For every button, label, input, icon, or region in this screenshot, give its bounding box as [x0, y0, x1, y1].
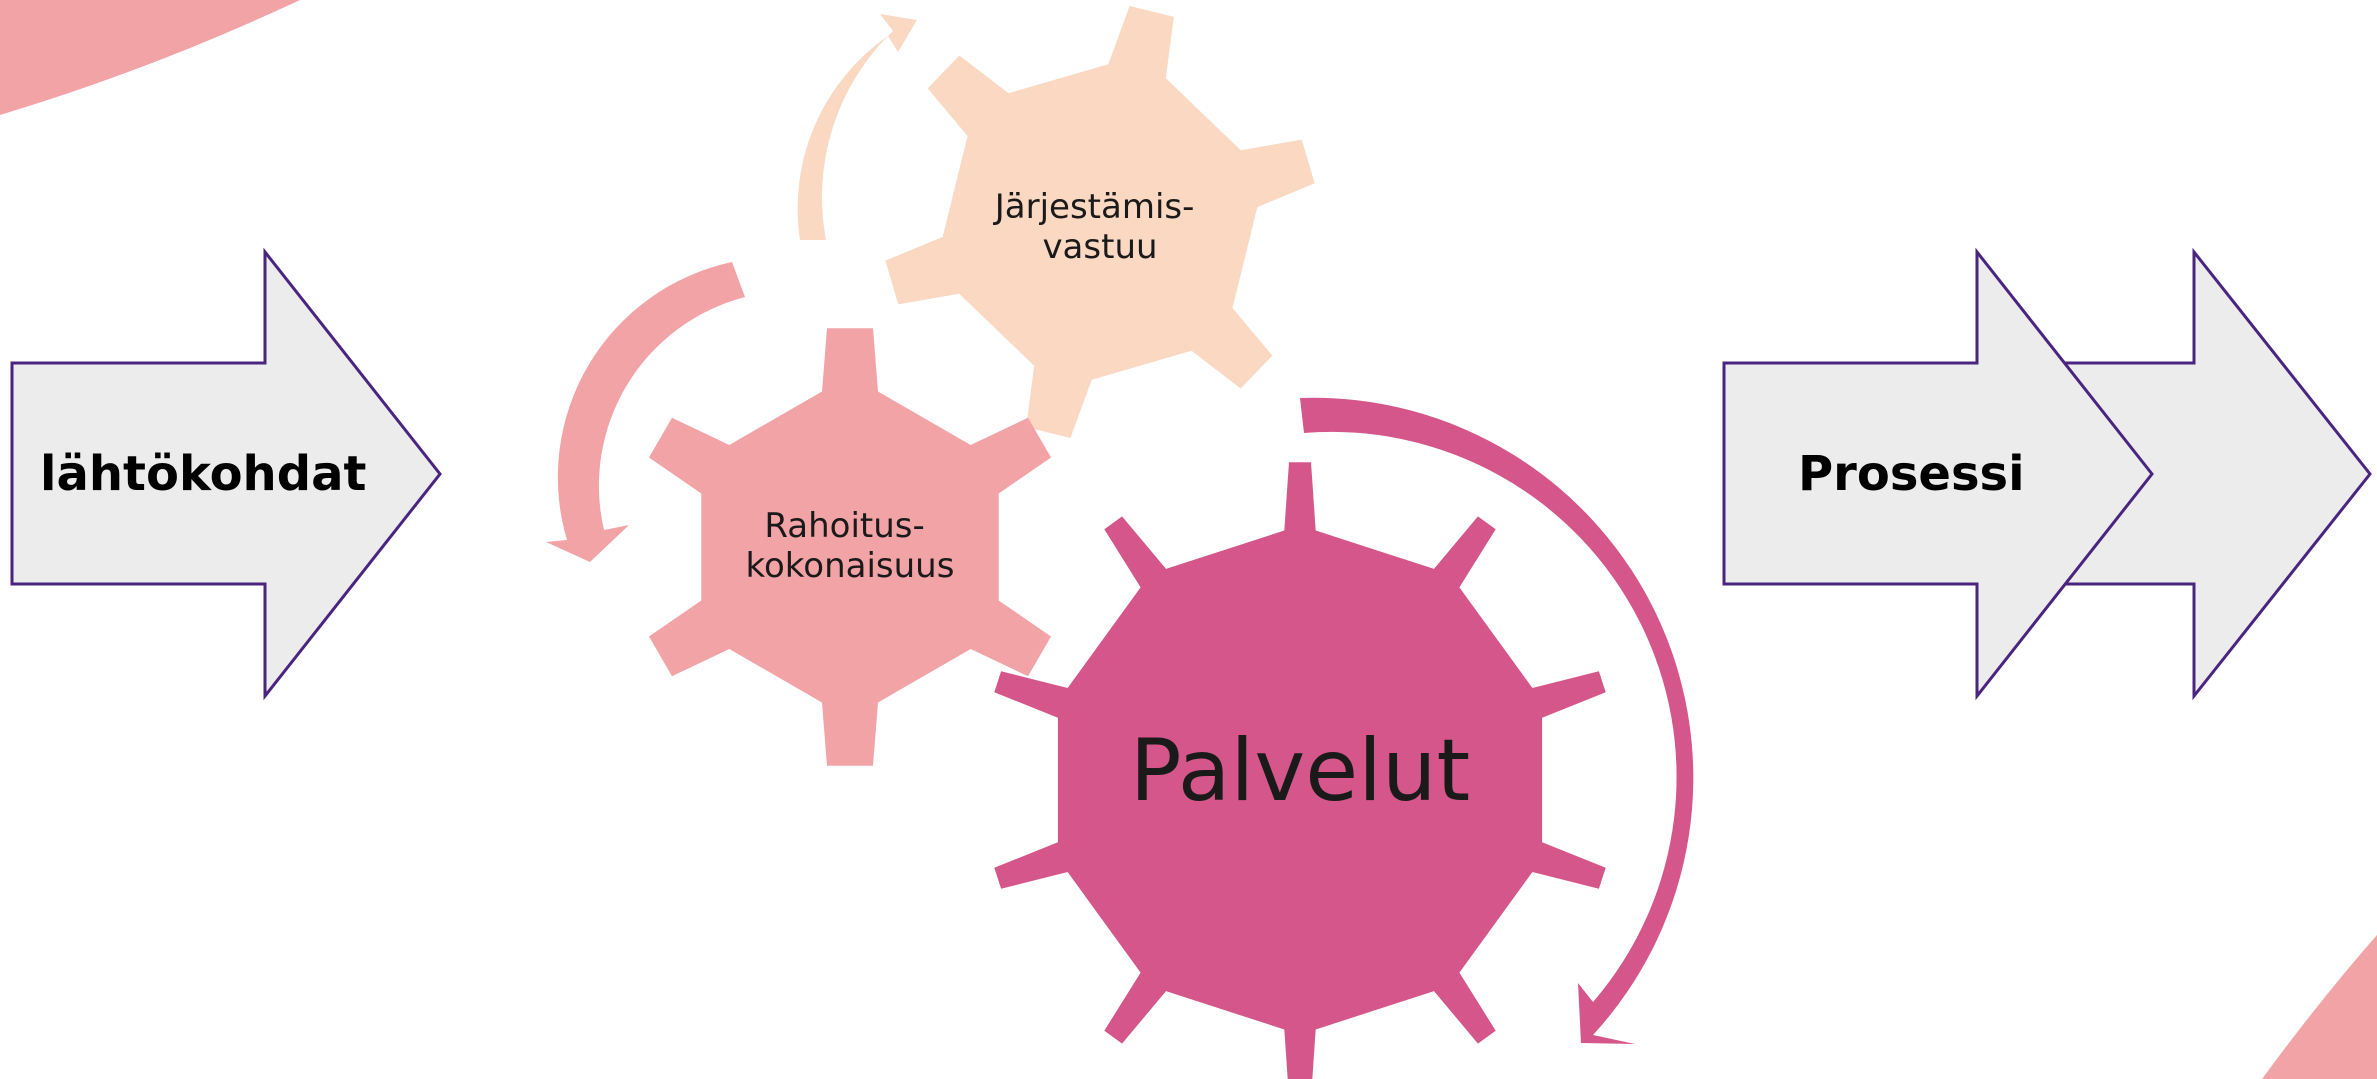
gear-responsibility: Järjestämis- vastuu: [885, 6, 1315, 438]
top-left-corner-decoration: [0, 0, 300, 115]
bottom-right-corner-decoration: [2262, 935, 2377, 1079]
process-arrow: Prosessi: [1722, 247, 2372, 701]
responsibility-label: Järjestämis- vastuu: [993, 187, 1205, 267]
gear-icon: [994, 462, 1606, 1079]
chevron-arrow-icon: [1722, 247, 2154, 701]
cycle-arrow-medium: [546, 262, 745, 562]
gear-services: Palvelut: [994, 462, 1606, 1079]
process-label: Prosessi: [1798, 446, 2025, 502]
gear-icon: [885, 6, 1315, 438]
funding-label: Rahoitus- kokonaisuus: [746, 506, 955, 586]
starting-points-arrow: lähtökohdat: [10, 247, 442, 701]
cycle-arrow-icon: [797, 14, 917, 240]
services-label: Palvelut: [1130, 721, 1471, 821]
cycle-arrow-icon: [546, 262, 745, 562]
gear-funding: Rahoitus- kokonaisuus: [649, 328, 1051, 766]
cycle-arrow-light: [797, 14, 917, 240]
chevron-arrow-icon: [10, 247, 442, 701]
gear-icon: [649, 328, 1051, 766]
starting-points-label: lähtökohdat: [40, 446, 366, 502]
